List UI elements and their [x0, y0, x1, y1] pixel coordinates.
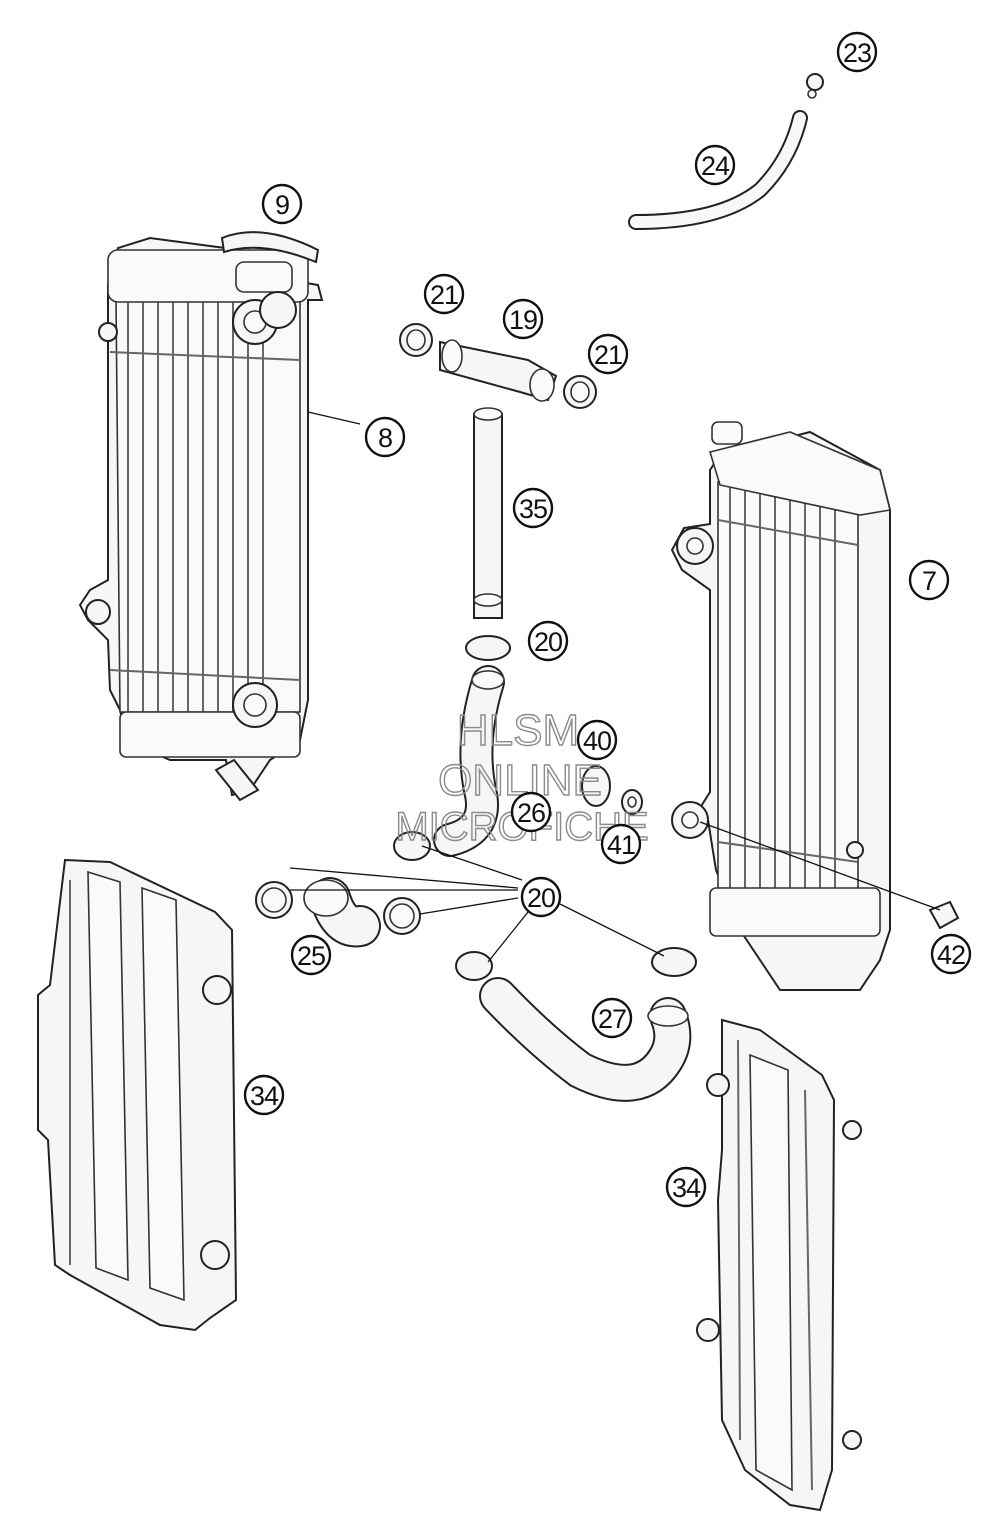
callout-25[interactable]: 25 [290, 934, 332, 976]
callout-40[interactable]: 40 [576, 719, 618, 761]
callout-34-right-label: 34 [672, 1173, 701, 1203]
right-radiator-shroud [696, 1018, 862, 1512]
callout-20-top[interactable]: 20 [527, 620, 569, 662]
left-radiator [78, 236, 324, 802]
callout-34-right[interactable]: 34 [665, 1166, 707, 1208]
hose-clamp-left [399, 323, 433, 357]
radiator-cap [220, 231, 320, 293]
callout-23[interactable]: 23 [836, 31, 878, 73]
washer [621, 789, 643, 815]
callout-21-right[interactable]: 21 [587, 333, 629, 375]
callout-21-left-label: 21 [430, 280, 458, 310]
hose-clamp-20-e [651, 947, 697, 977]
callout-20-middle-label: 20 [527, 883, 555, 913]
callout-42-label: 42 [937, 940, 965, 970]
left-radiator-shroud [37, 858, 238, 1332]
callout-9-label: 9 [275, 190, 289, 220]
callout-9[interactable]: 9 [261, 183, 303, 225]
pipe-clamp [465, 635, 511, 661]
callout-25-label: 25 [297, 941, 325, 971]
callout-24[interactable]: 24 [694, 144, 736, 186]
hose-clamp-20-a [393, 831, 431, 861]
leader-lines [289, 411, 941, 963]
callout-20-top-label: 20 [534, 627, 562, 657]
coolant-hose-27 [479, 977, 692, 1102]
callout-8[interactable]: 8 [364, 416, 406, 458]
coolant-pipe [473, 407, 503, 619]
callout-20-middle[interactable]: 20 [520, 876, 562, 918]
coolant-hose-26 [433, 665, 505, 857]
connector-fitting [439, 339, 558, 402]
elbow-hose-25 [303, 877, 381, 948]
hose-clamp-20-b [255, 881, 293, 919]
right-radiator [670, 421, 891, 991]
hose-clip [806, 73, 824, 99]
callout-26-label: 26 [517, 798, 545, 828]
callout-19-label: 19 [509, 305, 537, 335]
callout-7-label: 7 [922, 566, 936, 596]
callout-7[interactable]: 7 [908, 559, 950, 601]
callout-35[interactable]: 35 [512, 487, 554, 529]
callout-27[interactable]: 27 [591, 997, 633, 1039]
callout-35-label: 35 [519, 494, 547, 524]
callout-34-left-label: 34 [250, 1081, 279, 1111]
callout-23-label: 23 [843, 38, 871, 68]
callout-41-label: 41 [607, 830, 635, 860]
hose-clamp-20-c [383, 897, 421, 935]
grommet [581, 765, 611, 807]
hose-clamp-20-d [455, 951, 493, 981]
callout-27-label: 27 [598, 1004, 626, 1034]
callout-41[interactable]: 41 [600, 823, 642, 865]
callout-21-left[interactable]: 21 [423, 273, 465, 315]
callout-19[interactable]: 19 [502, 298, 544, 340]
callout-40-label: 40 [583, 726, 611, 756]
bolt [928, 900, 960, 930]
callout-26[interactable]: 26 [510, 791, 552, 833]
callout-42[interactable]: 42 [930, 933, 972, 975]
callout-8-label: 8 [378, 423, 392, 453]
overflow-hose [628, 110, 808, 230]
radiator-neck [259, 291, 297, 329]
callout-24-label: 24 [701, 151, 730, 181]
hose-clamp-right [563, 375, 597, 409]
callout-34-left[interactable]: 34 [243, 1074, 285, 1116]
callout-21-right-label: 21 [594, 340, 622, 370]
watermark-line-1: HLSM [457, 706, 579, 755]
